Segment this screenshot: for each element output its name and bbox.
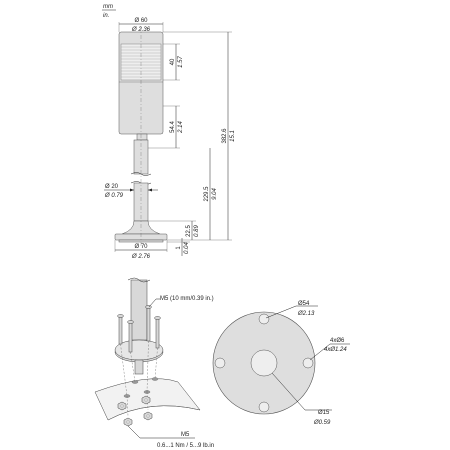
dim-plate-thickness: 1 0.04	[167, 238, 190, 256]
unit-in: in.	[103, 13, 109, 19]
torque-label: 0.6...1 Nm / 5...9 lb.in	[157, 443, 214, 449]
pole-length-in: 9.04	[212, 188, 218, 200]
plate-thickness-mm: 1	[176, 246, 182, 250]
foot-height-in: 0.89	[194, 225, 200, 237]
screw-bottom-label: M5	[181, 432, 190, 438]
holes-in: 4xØ1.24	[324, 347, 347, 353]
base-footprint-view: Ø54 Ø2.13 4xØ6 4xØ1.24 Ø15 Ø0.59	[212, 301, 350, 426]
mounting-holes	[214, 313, 314, 413]
base-gasket	[118, 239, 164, 243]
dim-foot-height: 22.5 0.89	[148, 220, 200, 240]
pole-diameter-in: Ø 0.79	[104, 193, 124, 199]
tower-side-view	[114, 26, 168, 248]
center-mm: Ø15	[318, 410, 330, 416]
mounting-view: M5 (10 mm/0.39 in.) M5 0.6...1 Nm / 5...…	[94, 277, 214, 449]
center-in: Ø0.59	[313, 420, 331, 426]
dim-lens-height: 40 1.57	[163, 43, 184, 81]
screw-top-label: M5 (10 mm/0.39 in.)	[160, 296, 214, 302]
pole-diameter-mm: Ø 20	[105, 184, 119, 190]
pcd-mm: Ø54	[298, 301, 310, 307]
surface-edge	[107, 405, 201, 421]
plate-thickness-in: 0.04	[184, 242, 190, 254]
mount-pole	[130, 279, 148, 343]
head-section-mm: 54.4	[170, 121, 176, 133]
bottom-nuts	[117, 395, 153, 427]
pcd-in: Ø2.13	[297, 311, 315, 317]
lens-height-mm: 40	[170, 58, 176, 65]
base-width-mm: Ø 70	[134, 244, 148, 250]
tower-neck	[136, 133, 148, 141]
dim-head-width: Ø 60 Ø 2.36	[118, 18, 164, 33]
foot-height-mm: 22.5	[186, 225, 192, 237]
head-section-in: 2.14	[178, 121, 184, 134]
head-width-in: Ø 2.36	[131, 27, 151, 33]
dim-pole-length: 229.5 9.04	[204, 148, 218, 240]
top-screws	[117, 305, 161, 353]
center-hole	[250, 349, 278, 377]
unit-mm: mm	[103, 4, 113, 10]
holes-mm: 4xØ6	[330, 338, 345, 344]
total-height-mm: 382.6	[222, 128, 228, 144]
pole-length-mm: 229.5	[204, 186, 210, 202]
units-legend: mm in.	[102, 4, 116, 19]
lens-height-in: 1.57	[178, 56, 184, 68]
head-width-mm: Ø 60	[134, 18, 148, 24]
total-height-in: 15.1	[230, 130, 236, 142]
dim-total-height: 382.6 15.1	[163, 31, 236, 241]
base-width-in: Ø 2.76	[131, 254, 151, 260]
dim-pole-diameter: Ø 20 Ø 0.79	[104, 184, 158, 199]
dim-head-section: 54.4 2.14	[148, 105, 184, 149]
